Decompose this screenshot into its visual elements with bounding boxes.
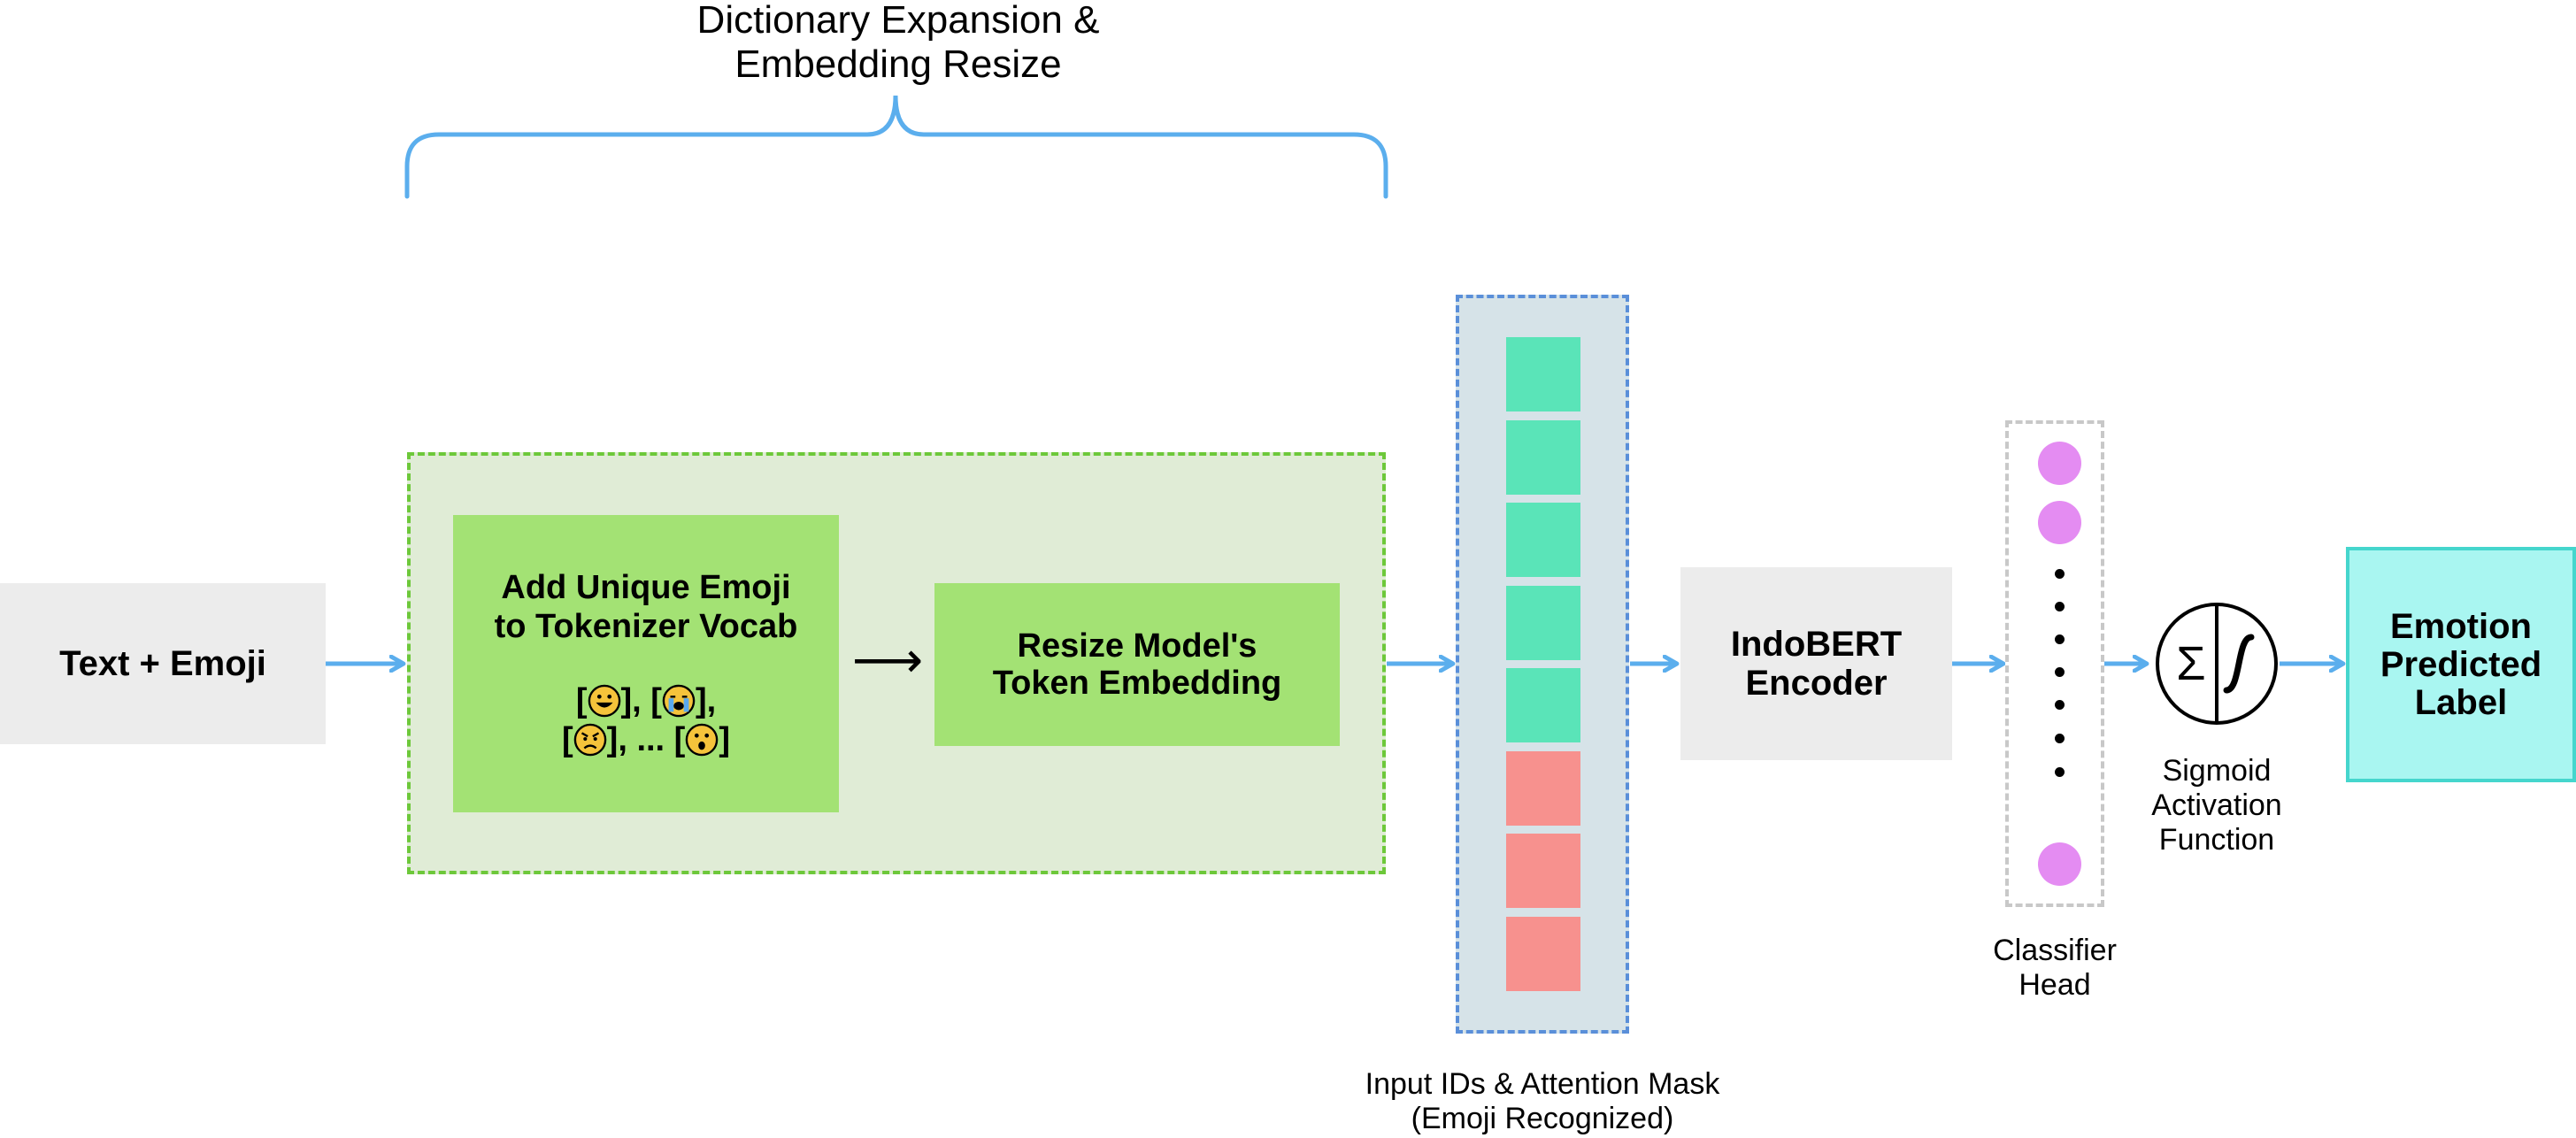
classifier-node <box>2037 441 2081 485</box>
classifier-node <box>2037 500 2081 544</box>
token-cell <box>1506 337 1580 411</box>
emoji-list-line-1: [], [], <box>575 682 717 719</box>
token-cell <box>1506 503 1580 577</box>
input-ids-caption: Input IDs & Attention Mask (Emoji Recogn… <box>1365 1067 1720 1135</box>
mask-cell <box>1506 834 1580 908</box>
resize-box: Resize Model's Token Embedding <box>934 583 1340 746</box>
input-ids-stack <box>1456 295 1629 1034</box>
sigma-symbol: Σ <box>2176 637 2206 690</box>
classifier-caption: Classifier Head <box>1993 934 2117 1002</box>
output-box: Emotion Predicted Label <box>2346 547 2576 782</box>
angry-face-icon <box>573 723 606 757</box>
sigmoid-caption: Sigmoid Activation Function <box>2151 754 2282 857</box>
emoji-list-line-2: [], ... [] <box>562 721 730 758</box>
ellipsis-dot <box>2054 733 2065 743</box>
ellipsis-dot <box>2054 699 2065 710</box>
astonished-face-icon <box>686 723 719 757</box>
add-emoji-box: Add Unique Emoji to Tokenizer Vocab [], … <box>453 515 839 812</box>
token-cell <box>1506 668 1580 742</box>
ellipsis-dot <box>2054 634 2065 644</box>
token-cell <box>1506 586 1580 660</box>
mask-cell <box>1506 751 1580 826</box>
encoder-box: IndoBERT Encoder <box>1680 567 1952 760</box>
ellipsis-dot <box>2054 568 2065 579</box>
step-arrow-icon: ⟶ <box>851 632 924 688</box>
brace <box>404 95 1388 199</box>
sigmoid-node <box>2156 603 2278 725</box>
section-title: Dictionary Expansion & Embedding Resize <box>696 0 1100 86</box>
input-box: Text + Emoji <box>0 583 326 744</box>
ellipsis-dot <box>2054 601 2065 611</box>
loudly-crying-face-icon <box>662 684 696 718</box>
classifier-head <box>2005 420 2104 907</box>
ellipsis-dot <box>2054 766 2065 777</box>
grinning-face-icon <box>588 684 620 718</box>
mask-cell <box>1506 917 1580 991</box>
token-cell <box>1506 420 1580 495</box>
sigmoid-curve-icon <box>2223 634 2255 694</box>
classifier-node <box>2037 842 2081 886</box>
ellipsis-dot <box>2054 666 2065 677</box>
